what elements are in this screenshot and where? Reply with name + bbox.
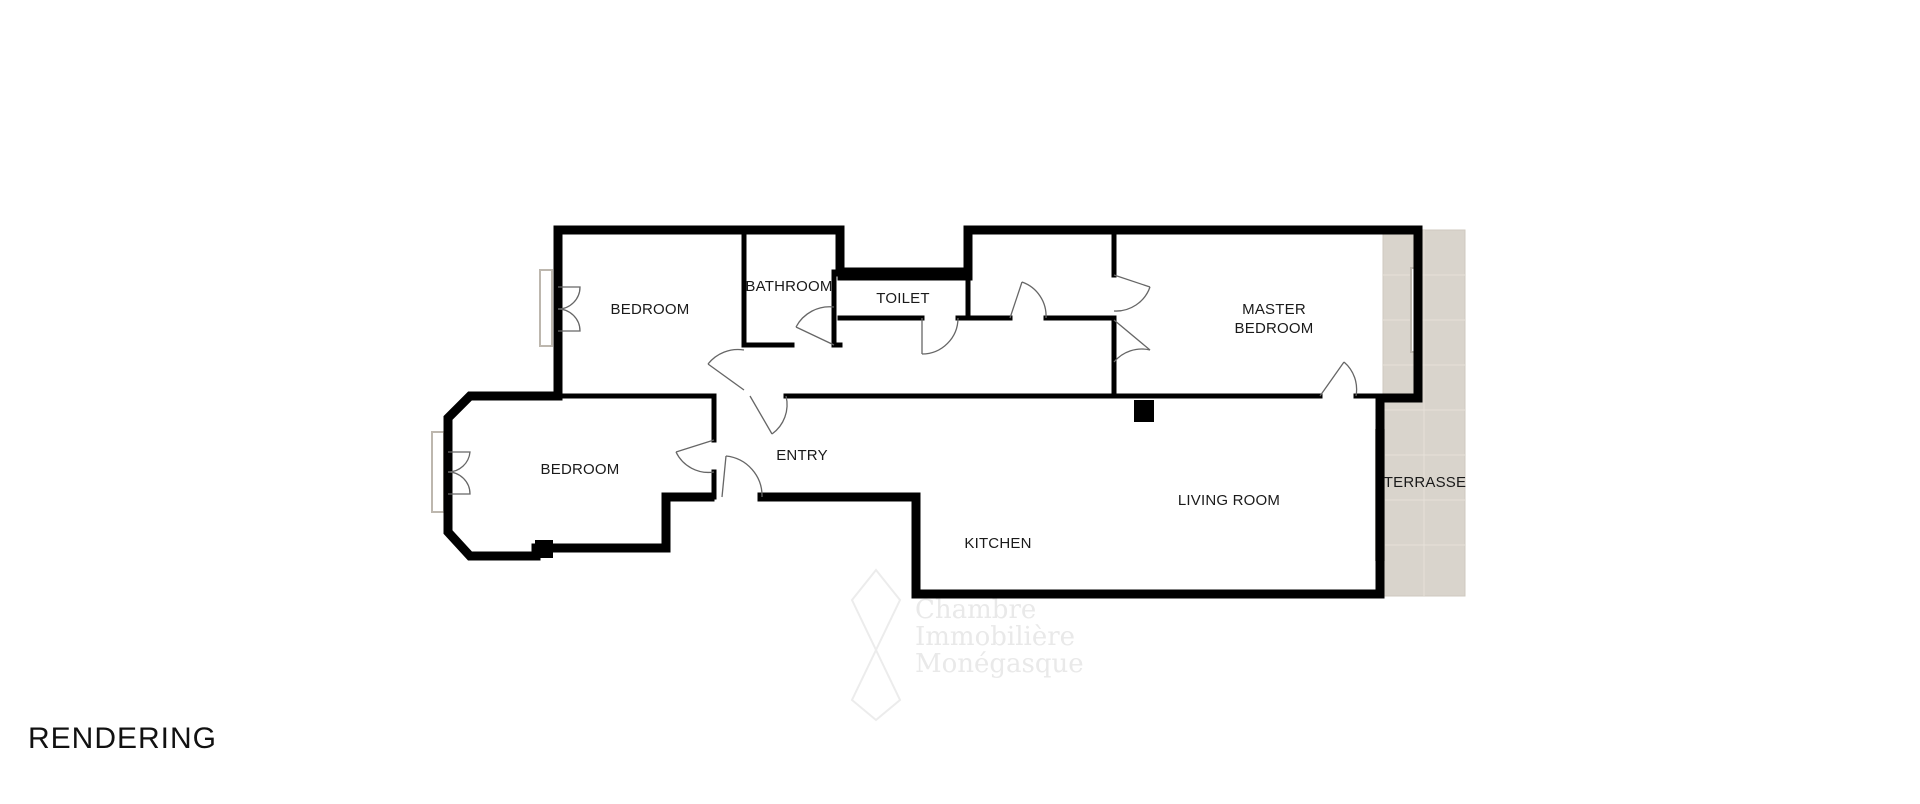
- label-kitchen: KITCHEN: [964, 535, 1031, 552]
- label-terrasse: TERRASSE: [1384, 474, 1466, 491]
- label-master-line-1: MASTER: [1242, 301, 1306, 318]
- watermark-line-1: Chambre: [915, 595, 1036, 625]
- watermark-line-3: Monégasque: [915, 649, 1084, 679]
- label-bedroom-top: BEDROOM: [611, 301, 690, 318]
- label-living-room: LIVING ROOM: [1178, 492, 1280, 509]
- watermark-line-2: Immobilière: [915, 622, 1075, 652]
- label-bathroom: BATHROOM: [745, 278, 832, 295]
- rendering-caption: RENDERING: [28, 722, 218, 755]
- walls: [443, 225, 1423, 599]
- label-toilet: TOILET: [876, 290, 929, 307]
- label-master-line-2: BEDROOM: [1235, 320, 1314, 337]
- window-bedroom-left: [431, 431, 445, 513]
- watermark: Chambre Immobilière Monégasque: [850, 568, 1084, 722]
- room-labels: BEDROOM BATHROOM TOILET MASTER BEDROOM B…: [541, 278, 1466, 552]
- window-bedroom-top: [539, 269, 553, 347]
- terrace: [1382, 229, 1466, 597]
- doors[interactable]: [447, 274, 1358, 498]
- label-bedroom-left: BEDROOM: [541, 461, 620, 478]
- label-entry: ENTRY: [776, 447, 828, 464]
